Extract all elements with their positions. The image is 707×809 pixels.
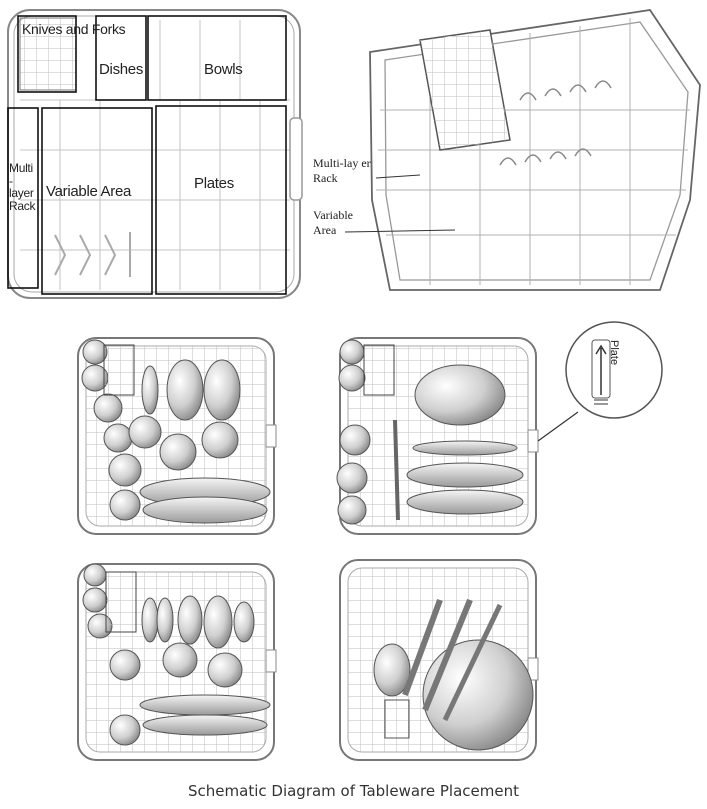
bubble-pointer xyxy=(537,411,579,442)
label-knives-forks: Knives and Forks xyxy=(22,21,126,37)
figure-caption: Schematic Diagram of Tableware Placement xyxy=(188,782,519,800)
label-dishes: Dishes xyxy=(99,61,144,78)
label-multi-layer-rack: Multi -layer Rack xyxy=(9,161,36,213)
callout-variable-area: Variable Area xyxy=(313,208,353,237)
zone-multi-layer-rack xyxy=(7,107,39,289)
rack-handle xyxy=(289,117,303,201)
dinner-plate xyxy=(142,496,268,524)
up-arrow-icon xyxy=(595,344,607,395)
cutlery-basket xyxy=(363,344,395,396)
bowl xyxy=(166,359,204,421)
callout-multi-layer-rack: Multi-lay er Rack xyxy=(313,156,371,185)
plate-bubble xyxy=(565,321,663,419)
cutlery-basket xyxy=(103,344,135,396)
loaded-rack-3 xyxy=(77,563,277,761)
rack-2-latch xyxy=(527,429,539,453)
loaded-rack-4 xyxy=(339,559,539,761)
cup xyxy=(201,421,239,459)
rack-1-latch xyxy=(265,424,277,448)
large-pan xyxy=(422,639,534,751)
cup xyxy=(93,393,123,423)
perspective-rack xyxy=(344,9,701,291)
cup xyxy=(103,423,133,453)
cup xyxy=(108,453,142,487)
loaded-rack-1 xyxy=(77,337,277,535)
cup xyxy=(159,433,197,471)
label-plates: Plates xyxy=(194,175,234,192)
bowl-stack xyxy=(414,364,506,426)
ladle xyxy=(393,419,400,521)
bowl xyxy=(203,359,241,421)
loaded-rack-2 xyxy=(336,337,579,535)
side-plate xyxy=(141,365,159,415)
cup xyxy=(128,415,162,449)
strainer xyxy=(373,643,411,697)
folding-tines xyxy=(54,232,131,277)
zone-knives-forks xyxy=(17,15,77,93)
zone-bowls xyxy=(147,15,287,101)
zone-plates xyxy=(155,105,287,295)
zone-variable-area xyxy=(41,107,153,295)
label-bowls: Bowls xyxy=(204,61,243,78)
label-variable-area: Variable Area xyxy=(46,183,132,200)
top-view-rack xyxy=(7,9,303,299)
cup xyxy=(109,489,141,521)
cup xyxy=(82,339,108,365)
bubble-plate-label: Plate xyxy=(608,340,620,366)
zone-dishes xyxy=(95,15,147,101)
callout-line-variable xyxy=(344,229,456,233)
callout-line-multi-layer xyxy=(375,174,421,179)
cutlery-basket xyxy=(19,17,77,91)
